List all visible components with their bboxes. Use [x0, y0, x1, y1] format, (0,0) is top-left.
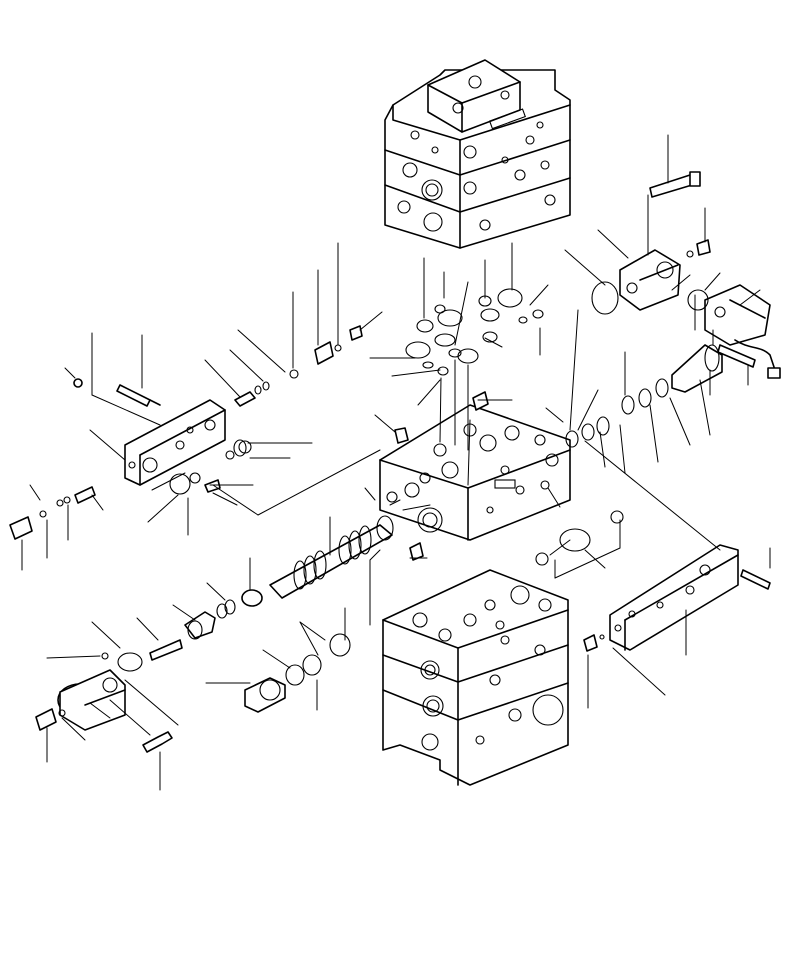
main-spool: [269, 515, 394, 599]
relief-plug-right: [565, 344, 723, 448]
lower-left-fasteners: [35, 171, 771, 753]
solenoid-coil-right: [704, 284, 781, 379]
left-upper-fasteners: [73, 325, 363, 407]
solenoid-valve-upper: [619, 249, 681, 311]
solenoid-valve-lower: [57, 669, 126, 731]
left-cover-small-parts: [9, 440, 252, 540]
left-side-cover: [124, 399, 226, 486]
central-orings-upper: [394, 288, 544, 444]
leader-lines: [21, 134, 771, 791]
top-valve-block: [384, 59, 571, 249]
central-valve-section: [379, 404, 571, 541]
spool-spring-parts: [149, 589, 263, 661]
gaskets: [233, 439, 624, 566]
bottom-valve-block: [382, 569, 569, 786]
right-side-cover: [609, 544, 739, 651]
relief-plug-lower: [244, 633, 351, 713]
